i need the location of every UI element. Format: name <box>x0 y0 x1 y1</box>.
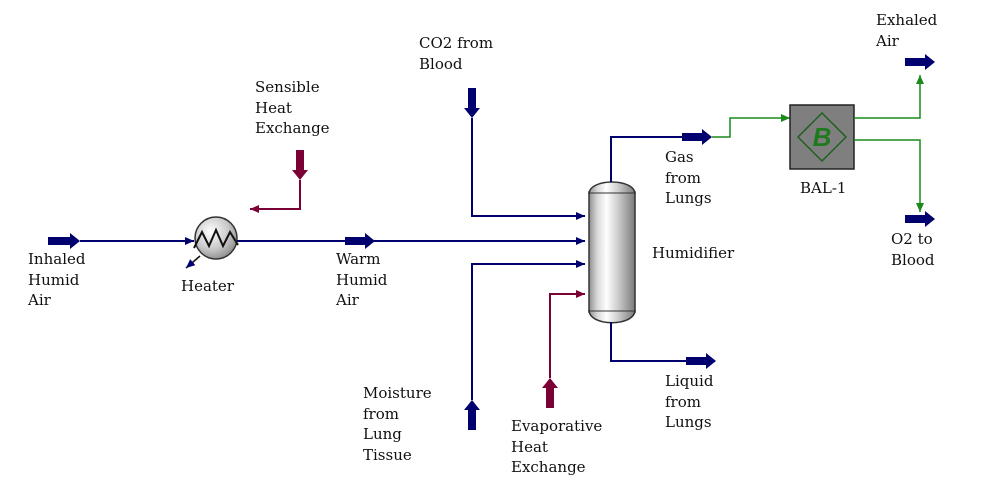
bal-1-block[interactable]: B <box>789 104 855 170</box>
stream-liquid-from-lungs[interactable] <box>610 322 716 369</box>
stream-gas-from-lungs[interactable] <box>610 114 790 182</box>
stream-sensible-heat-exchange[interactable] <box>250 150 308 213</box>
stream-co2-from-blood[interactable] <box>464 88 585 220</box>
label-o2-to-blood: O2 to Blood <box>891 230 935 269</box>
bal-1-symbol: B <box>813 122 832 152</box>
label-liquid-from-lungs: Liquid from Lungs <box>665 372 714 431</box>
stream-o2-to-blood[interactable] <box>854 139 935 227</box>
stream-warm-humid-air[interactable] <box>237 233 585 249</box>
humidifier-block[interactable] <box>588 181 636 324</box>
label-bal-1: BAL-1 <box>800 179 847 197</box>
label-heater: Heater <box>181 277 234 295</box>
heater-block[interactable] <box>185 216 239 269</box>
label-gas-from-lungs: Gas from Lungs <box>665 148 712 207</box>
label-inhaled-humid-air: Inhaled Humid Air <box>28 250 86 309</box>
stream-exhaled-air[interactable] <box>854 54 935 119</box>
label-exhaled-air: Exhaled Air <box>876 11 938 50</box>
label-humidifier: Humidifier <box>652 244 735 262</box>
label-moisture-from-lung-tissue: Moisture from Lung Tissue <box>363 384 432 464</box>
label-warm-humid-air: Warm Humid Air <box>336 250 388 309</box>
label-sensible-heat-exchange: Sensible Heat Exchange <box>255 78 330 137</box>
stream-inhaled-humid-air[interactable] <box>48 233 194 249</box>
label-evaporative-heat-exchange: Evaporative Heat Exchange <box>511 417 603 476</box>
heater-coil-icon <box>193 227 239 249</box>
stream-moisture-from-lung-tissue[interactable] <box>464 260 585 430</box>
stream-evaporative-heat-exchange[interactable] <box>542 290 585 408</box>
label-co2-from-blood: CO2 from Blood <box>419 34 494 73</box>
